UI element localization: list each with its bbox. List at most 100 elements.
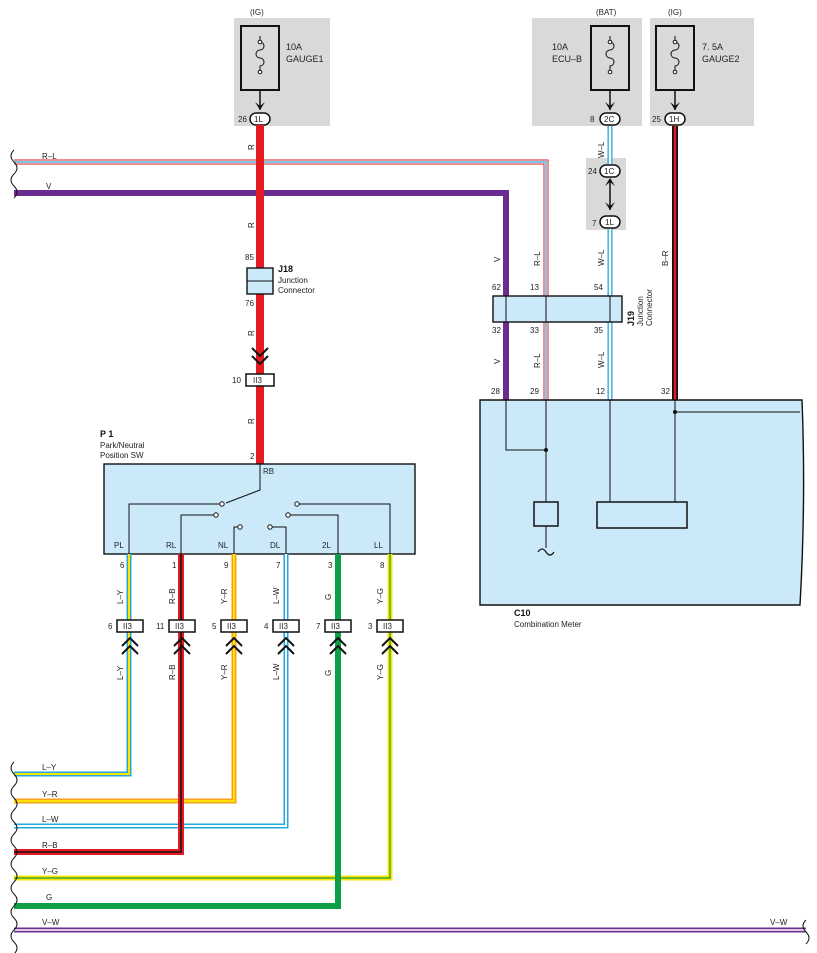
wire-label: R: [247, 418, 256, 424]
component-id: J18: [278, 264, 293, 274]
pin-number: 33: [530, 326, 539, 335]
bus-label: L–Y: [42, 763, 57, 772]
fuse-amp: 10A: [552, 42, 568, 52]
wire-label: W–L: [597, 249, 606, 266]
wire-label: L–W: [272, 587, 281, 604]
pin-number: 12: [596, 387, 605, 396]
combination-meter-c10: 28 29 12 32 C10 Combination Meter: [479, 387, 805, 629]
component-desc: Park/Neutral: [100, 441, 145, 450]
connector-label: II3: [123, 622, 132, 631]
pin-number: 10: [232, 376, 241, 385]
pin-number: 32: [492, 326, 501, 335]
fuse-icon: [605, 36, 615, 72]
arrow-icon: [605, 102, 615, 110]
pin-number: 11: [156, 622, 165, 631]
fuse-name: ECU–B: [552, 54, 582, 64]
chevron-up-icon: [121, 636, 139, 655]
pin-number: 62: [492, 283, 501, 292]
chevron-up-icon: [329, 636, 347, 655]
connector-oval: [664, 112, 686, 126]
wire-label: L–W: [272, 663, 281, 680]
connector-label: II3: [383, 622, 392, 631]
wire-label: Y–R: [220, 588, 229, 604]
component-desc: Connector: [645, 289, 654, 326]
bus-label: V–W: [770, 918, 788, 927]
arrow-icon: [255, 102, 265, 110]
fuse-amp: 7. 5A: [702, 42, 723, 52]
component-id: C10: [514, 608, 531, 618]
connector-label: II3: [253, 376, 262, 385]
wire-l-y: [14, 554, 132, 777]
component-desc: Connector: [278, 286, 315, 295]
chevron-up-icon: [225, 636, 243, 655]
component-id: P 1: [100, 429, 113, 439]
wire-label: B–R: [661, 250, 670, 266]
wire-label: R–L: [533, 251, 542, 266]
connector-label: II3: [331, 622, 340, 631]
pin-number: 85: [245, 253, 254, 262]
pin-number: 7: [316, 622, 321, 631]
pin-number: 7: [592, 219, 597, 228]
fuse-supply-label: (IG): [668, 8, 682, 17]
pin-number: 8: [380, 561, 385, 570]
pin-number: 24: [588, 167, 597, 176]
pin-number: 32: [661, 387, 670, 396]
bus-label: R–B: [42, 841, 58, 850]
wire-v: [14, 190, 509, 400]
fuse-icon: [670, 36, 680, 72]
bus-label: G: [46, 893, 52, 902]
fuse-name: GAUGE2: [702, 54, 740, 64]
bus-label: Y–G: [42, 867, 58, 876]
fuse-gauge1: (IG) 10A GAUGE1 26 1L: [234, 8, 330, 126]
wire-r-b: [14, 554, 184, 855]
terminal-label: NL: [218, 541, 229, 550]
wire-l-w: [14, 554, 289, 829]
pin-number: 6: [108, 622, 113, 631]
connector-label: II3: [175, 622, 184, 631]
connector-label: II3: [279, 622, 288, 631]
fuse-icon: [255, 36, 265, 72]
fuse-name: GAUGE1: [286, 54, 324, 64]
bus-break-marks: [10, 149, 810, 953]
wire-label: V: [493, 358, 502, 364]
fuse-amp: 10A: [286, 42, 302, 52]
inline-connector-1c-1l: 24 1C 7 1L: [586, 158, 626, 230]
wire-label: W–L: [597, 351, 606, 368]
pin-number: 76: [245, 299, 254, 308]
pin-number: 35: [594, 326, 603, 335]
terminal-label: LL: [374, 541, 383, 550]
bus-label: L–W: [42, 815, 59, 824]
wire-label: Y–R: [220, 664, 229, 680]
pin-number: 25: [652, 115, 661, 124]
bus-label: V–W: [42, 918, 60, 927]
fuse-supply-label: (BAT): [596, 8, 617, 17]
wire-y-r: [14, 554, 237, 804]
connector-label: II3: [227, 622, 236, 631]
ground-icon: [537, 548, 555, 556]
pin-number: 2: [250, 452, 255, 461]
pin-number: 13: [530, 283, 539, 292]
fuse-ecu-b: (BAT) 10A ECU–B 8 2C: [532, 8, 642, 126]
wire-label: G: [324, 594, 333, 600]
bus-label-v: V: [46, 182, 52, 191]
wire-label: R–L: [533, 353, 542, 368]
bus-label: Y–R: [42, 790, 58, 799]
connector-label: 2C: [604, 115, 614, 124]
wire-label: Y–G: [376, 588, 385, 604]
pin-number: 4: [264, 622, 269, 631]
connector-oval: [599, 112, 621, 126]
connector-label: 1H: [669, 115, 679, 124]
pin-number: 1: [172, 561, 177, 570]
connector-ii3-main: 10 II3: [232, 347, 275, 387]
junction-j19: 62 13 54 32 33 35 J19 Junction Connector: [492, 283, 654, 335]
pin-number: 8: [590, 115, 595, 124]
pin-number: 9: [224, 561, 229, 570]
pin-number: 26: [238, 115, 247, 124]
terminal-label: PL: [114, 541, 124, 550]
pin-number: 3: [368, 622, 373, 631]
chevron-up-icon: [173, 636, 191, 655]
pin-number: 6: [120, 561, 125, 570]
meter-circuit-block: [596, 501, 688, 529]
connector-label: 1L: [605, 218, 614, 227]
